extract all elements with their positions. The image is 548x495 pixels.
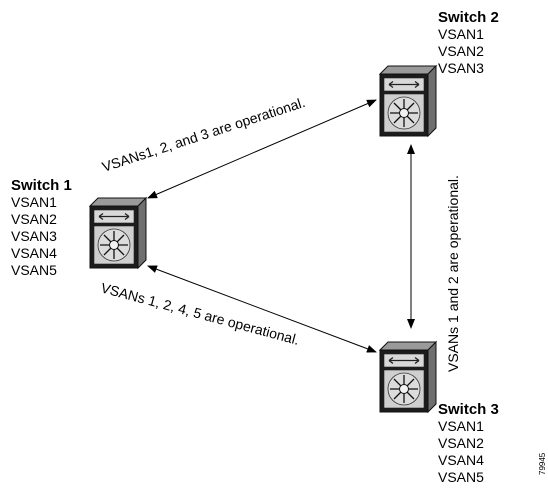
switch-1-vsan: VSAN3 bbox=[11, 228, 57, 244]
switch-3-title: Switch 3 bbox=[438, 401, 499, 418]
link-switch1-switch3 bbox=[147, 265, 377, 353]
link-switch1-switch2 bbox=[147, 99, 377, 199]
switch-3-icon bbox=[379, 341, 437, 413]
switch-3-vsan: VSAN2 bbox=[438, 435, 484, 451]
switch-2-vsan: VSAN3 bbox=[438, 60, 484, 76]
figure-id: 79945 bbox=[538, 452, 547, 475]
switch-3-vsan: VSAN4 bbox=[438, 452, 484, 468]
switch-2-icon bbox=[379, 65, 437, 137]
switch-2-label-block: Switch 2 VSAN1 VSAN2 VSAN3 bbox=[438, 9, 499, 76]
switch-3-vsan: VSAN5 bbox=[438, 469, 484, 485]
switch-2-title: Switch 2 bbox=[438, 9, 499, 26]
switch-3-vsan: VSAN1 bbox=[438, 418, 484, 434]
link-label-switch1-switch2: VSANs1, 2, and 3 are operational. bbox=[100, 94, 307, 175]
switch-1-vsan: VSAN2 bbox=[11, 211, 57, 227]
link-label-switch1-switch3: VSANs 1, 2, 4, 5 are operational. bbox=[99, 279, 301, 347]
switch-1-vsan: VSAN1 bbox=[11, 194, 57, 210]
switch-1-label-block: Switch 1 VSAN1 VSAN2 VSAN3 VSAN4 VSAN5 bbox=[11, 177, 72, 278]
switch-1-icon bbox=[89, 197, 147, 269]
switch-2-vsan: VSAN2 bbox=[438, 43, 484, 59]
switch-1-vsan: VSAN5 bbox=[11, 262, 57, 278]
switch-3-label-block: Switch 3 VSAN1 VSAN2 VSAN4 VSAN5 bbox=[438, 401, 499, 485]
link-label-switch2-switch3: VSANs 1 and 2 are operational. bbox=[445, 175, 461, 372]
switch-1-vsan: VSAN4 bbox=[11, 245, 57, 261]
switch-2-vsan: VSAN1 bbox=[438, 26, 484, 42]
switch-1-title: Switch 1 bbox=[11, 177, 72, 194]
